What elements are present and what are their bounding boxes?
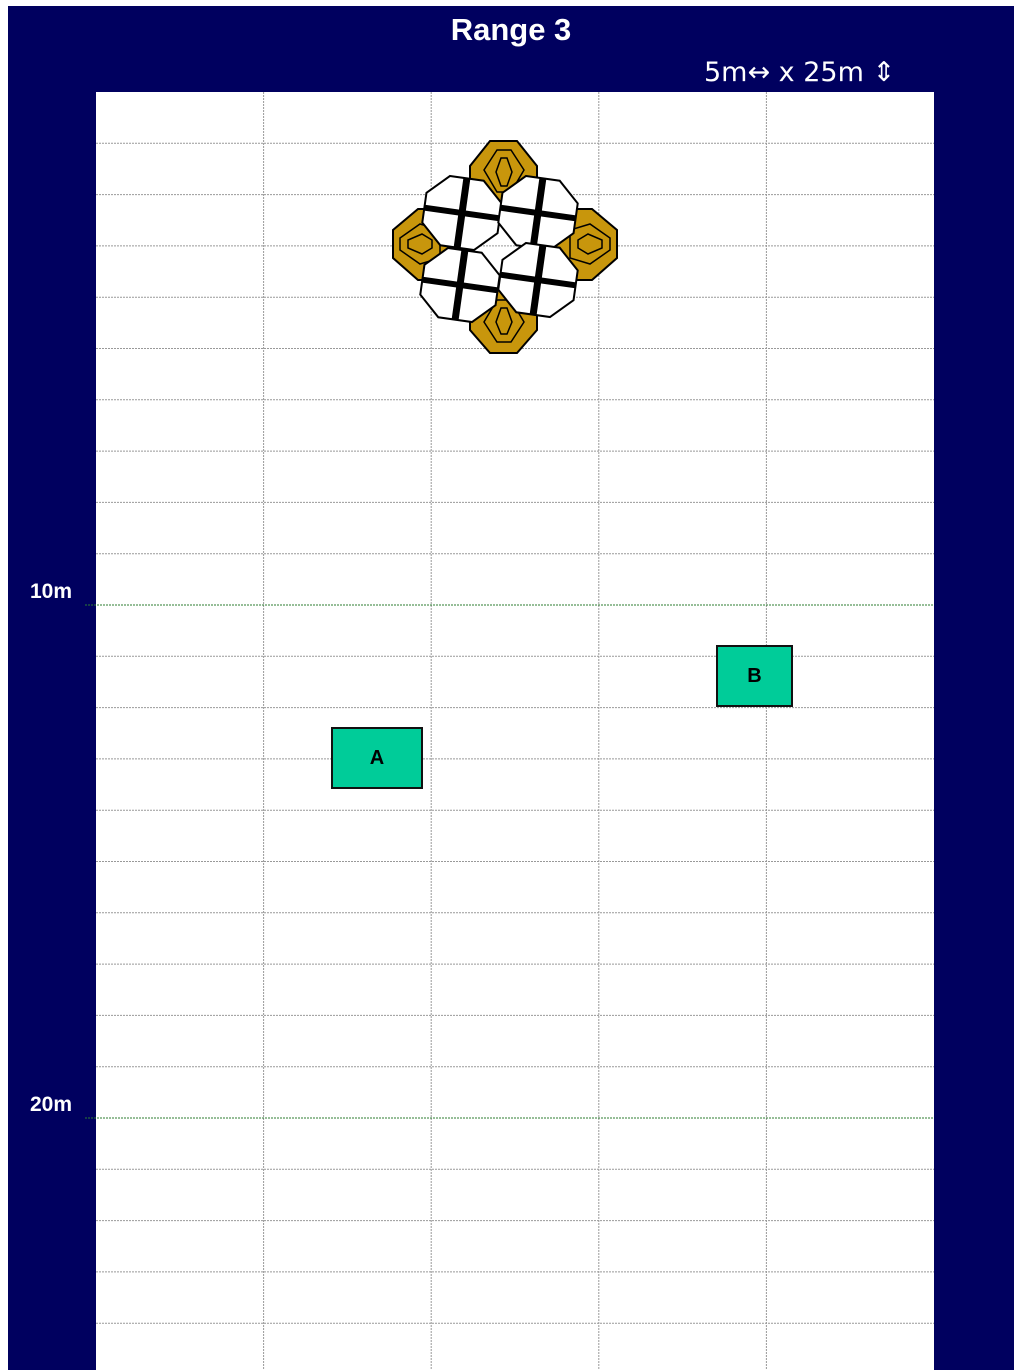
shooting-position-a: A: [331, 727, 423, 789]
shooting-position-b: B: [716, 645, 793, 707]
